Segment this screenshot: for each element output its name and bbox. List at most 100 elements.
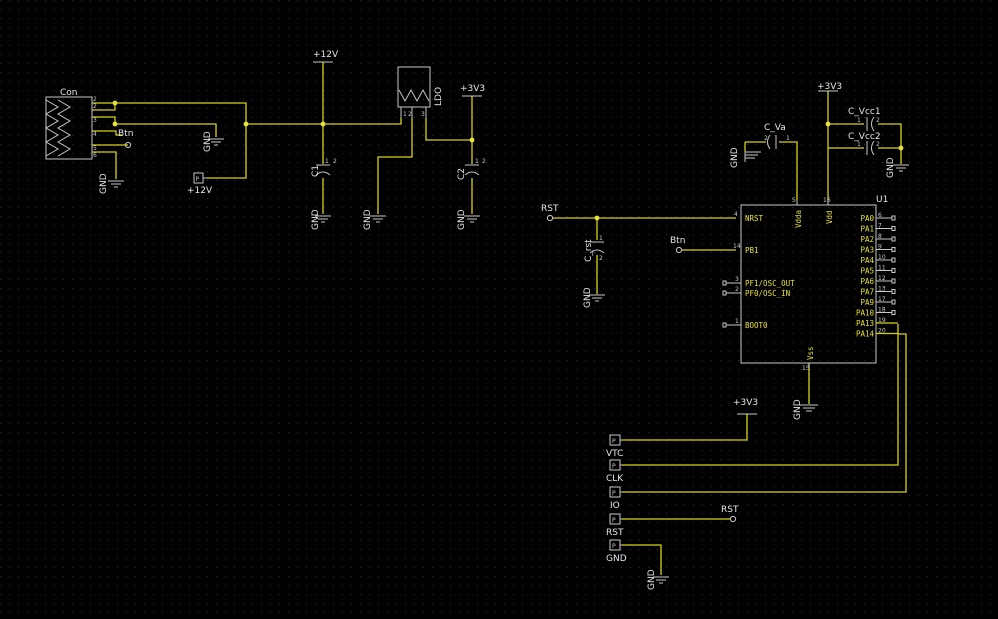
mcu-pin-label-pa0: PA0 [860,214,874,223]
mcu-pin-label-pa9: PA9 [860,298,874,307]
power-12v-symbol: +12V [313,50,339,63]
svg-text:1: 1 [403,111,407,118]
svg-text:GND: GND [606,554,627,564]
mcu-pin-number: 8 [878,233,882,240]
svg-text:GND: GND [363,209,373,230]
svg-text:GND: GND [730,147,740,168]
svg-text:1: 1 [857,117,861,124]
svg-text:+3V3: +3V3 [733,398,758,408]
svg-text:P: P [612,463,616,470]
capacitor-c-rst[interactable]: C_rst 1 2 [584,235,605,262]
mcu-u1[interactable]: U1 5 16 Vdda Vdd 15 Vss [740,195,888,372]
svg-text:2: 2 [93,103,97,110]
svg-text:IO: IO [610,501,620,511]
junction-dots [112,100,904,221]
svg-text:RST: RST [606,528,624,538]
port-12v[interactable]: P +12V [187,172,213,196]
svg-text:2: 2 [876,141,880,148]
swd-port-rst[interactable]: P RST [606,513,624,538]
swd-port-gnd[interactable]: P GND [606,539,627,564]
svg-text:1: 1 [857,141,861,148]
swd-port-vtc[interactable]: P VTC [606,434,623,459]
unconnected-pin-marker [891,268,896,273]
svg-text:GND: GND [311,209,321,230]
unconnected-pin-marker [891,226,896,231]
svg-text:RST: RST [721,505,739,515]
svg-text:PF1/OSC_OUT: PF1/OSC_OUT [745,279,795,288]
capacitor-c-va[interactable]: C_Va 2 1 [764,123,790,150]
mcu-left-pins: NRST 4 PB1 14 PF1/OSC_OUT 3 PF0/OSC_IN 2… [722,211,795,330]
swd-port-clk[interactable]: P CLK [606,459,624,484]
capacitor-c-vcc2[interactable]: C_Vcc2 1 2 [848,132,881,156]
mcu-pin-label-pa5: PA5 [860,267,874,276]
svg-text:Vdda: Vdda [794,210,803,228]
svg-text:P: P [612,490,616,497]
mcu-pin-label-pa7: PA7 [860,288,874,297]
svg-text:LDO: LDO [434,87,444,106]
capacitor-c-vcc1[interactable]: C_Vcc1 1 2 [848,107,881,132]
svg-text:5: 5 [93,145,97,152]
gnd-symbol-vss: GND [793,399,818,420]
capacitor-c2[interactable]: C2 1 2 [457,158,486,180]
svg-text:CLK: CLK [606,474,624,484]
swd-port-io[interactable]: P IO [609,486,622,511]
gnd-symbol-con-top: GND [203,131,224,152]
svg-text:GND: GND [793,399,803,420]
mcu-pin-number: 17 [878,296,886,303]
connector-con[interactable]: Con 2 2 3 4 5 6 [45,88,97,160]
mcu-pin-number: 12 [878,275,886,282]
svg-text:+3V3: +3V3 [460,84,485,94]
net-rst: RST [541,204,559,222]
mcu-pin-label-pa1: PA1 [860,225,874,234]
svg-text:GND: GND [647,569,657,590]
svg-text:C_Vcc2: C_Vcc2 [848,132,881,142]
svg-text:C1: C1 [311,165,321,177]
svg-text:C2: C2 [457,168,467,180]
svg-text:P: P [612,543,616,550]
svg-text:4: 4 [734,211,738,218]
gnd-symbol-swd: GND [647,569,669,590]
ldo-regulator[interactable]: 1 2 3 LDO [397,66,444,118]
mcu-pin-label-pa14: PA14 [856,330,875,339]
power-3v3-ldo: +3V3 [460,84,485,97]
svg-text:2: 2 [599,255,603,262]
svg-text:P: P [196,176,200,183]
svg-text:P: P [612,438,616,445]
svg-text:C_Vcc1: C_Vcc1 [848,107,881,117]
mcu-pin-label-pa13: PA13 [856,319,874,328]
svg-text:2: 2 [93,96,97,103]
svg-text:1: 1 [325,158,329,165]
svg-text:2: 2 [735,286,739,293]
mcu-pin-number: 10 [878,254,886,261]
svg-text:5: 5 [792,197,796,204]
svg-text:C_rst: C_rst [584,239,594,262]
mcu-pin-number: 11 [878,265,886,272]
gnd-symbol-c1: GND [311,209,331,230]
svg-text:GND: GND [203,131,213,152]
svg-text:3: 3 [93,117,97,124]
capacitor-c1[interactable]: C1 1 2 [311,158,337,177]
svg-text:Vss: Vss [806,346,815,360]
svg-text:3: 3 [735,276,739,283]
svg-text:1: 1 [735,318,739,325]
mcu-pin-label-pa6: PA6 [860,277,874,286]
connector-name: Con [60,88,78,98]
svg-text:+12V: +12V [313,50,339,60]
svg-text:NRST: NRST [745,214,764,223]
mcu-pin-number: 19 [878,317,886,324]
gnd-symbol-cvcc: GND [886,157,909,178]
mcu-pin-number: 6 [878,212,882,219]
svg-text:2: 2 [764,135,768,142]
net-rst-swd: RST [721,505,739,523]
svg-text:1: 1 [786,135,790,142]
unconnected-pin-marker [891,289,896,294]
gnd-symbol-con-bottom: GND [99,173,124,194]
svg-text:2: 2 [482,158,486,165]
svg-text:GND: GND [99,173,109,194]
svg-text:6: 6 [93,152,97,159]
svg-text:GND: GND [583,287,593,308]
gnd-symbol-cva: GND [730,147,761,168]
